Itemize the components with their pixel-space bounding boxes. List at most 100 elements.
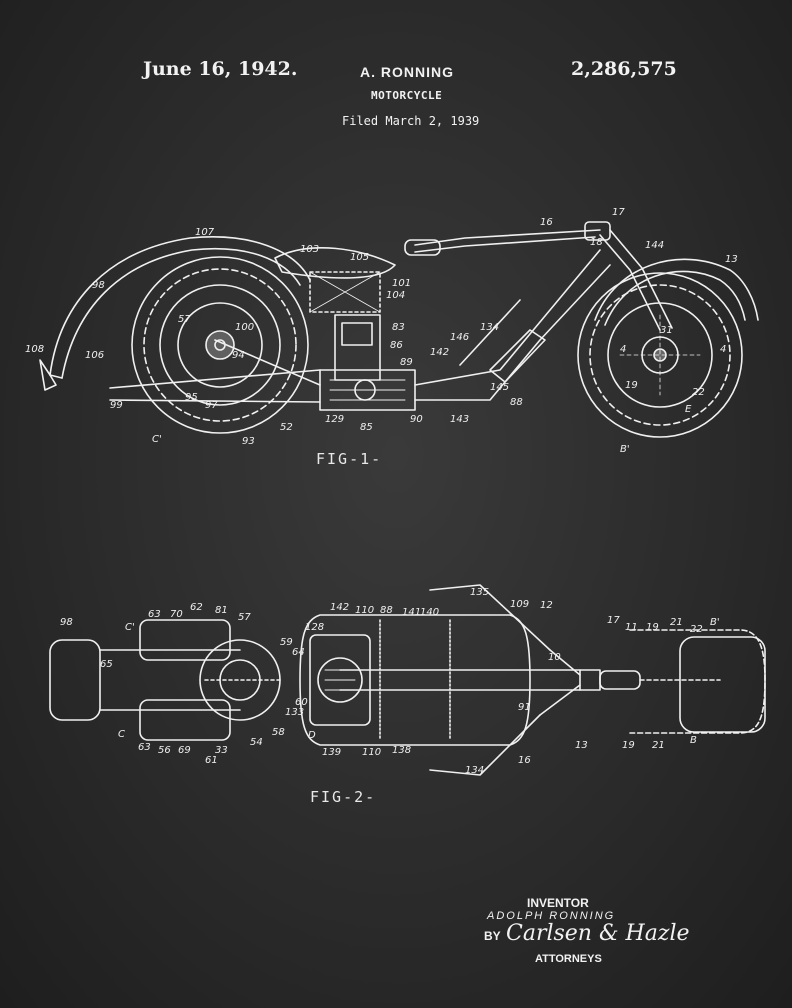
svg-text:138: 138 xyxy=(392,745,411,756)
seat xyxy=(274,247,396,313)
svg-text:19: 19 xyxy=(622,740,635,751)
by-label: BY xyxy=(484,929,501,943)
svg-text:19: 19 xyxy=(646,622,659,633)
figure-1-reference-numerals: 107 103 105 98 57 100 101 104 83 86 89 1… xyxy=(25,207,738,455)
rear-wheel xyxy=(131,256,309,434)
svg-text:70: 70 xyxy=(170,609,183,620)
svg-text:146: 146 xyxy=(450,332,469,343)
svg-text:106: 106 xyxy=(85,350,104,361)
svg-text:91: 91 xyxy=(518,702,531,713)
svg-text:103: 103 xyxy=(300,244,319,255)
svg-text:139: 139 xyxy=(322,747,341,758)
svg-text:22: 22 xyxy=(690,624,703,635)
svg-text:54: 54 xyxy=(250,737,263,748)
svg-text:105: 105 xyxy=(350,252,369,263)
svg-text:83: 83 xyxy=(392,322,405,333)
svg-text:142: 142 xyxy=(430,347,449,358)
fuel-tank-plan xyxy=(299,614,581,746)
svg-text:E: E xyxy=(685,404,692,415)
svg-text:128: 128 xyxy=(305,622,324,633)
svg-text:100: 100 xyxy=(235,322,254,333)
svg-text:107: 107 xyxy=(195,227,215,238)
svg-text:17: 17 xyxy=(607,615,620,626)
svg-text:33: 33 xyxy=(215,745,228,756)
filed-date: Filed March 2, 1939 xyxy=(342,114,480,128)
inventor-name: ADOLPH RONNING xyxy=(487,910,616,922)
svg-text:143: 143 xyxy=(450,414,469,425)
figure-2-reference-numerals: 98 C' 63 70 62 81 57 59 64 60 65 C 63 56… xyxy=(60,587,720,776)
svg-text:D: D xyxy=(308,730,316,741)
patent-number: 2,286,575 xyxy=(571,58,677,80)
svg-text:142: 142 xyxy=(330,602,349,613)
svg-text:134: 134 xyxy=(480,322,499,333)
svg-text:93: 93 xyxy=(242,436,255,447)
svg-text:110: 110 xyxy=(362,747,381,758)
svg-text:133: 133 xyxy=(285,707,304,718)
figure-1-drawing: 107 103 105 98 57 100 101 104 83 86 89 1… xyxy=(25,207,759,455)
inventor-header: A. RONNING xyxy=(360,64,454,80)
svg-text:B: B xyxy=(690,735,697,746)
svg-text:88: 88 xyxy=(380,605,393,616)
front-fender-plan xyxy=(629,629,766,734)
svg-text:141: 141 xyxy=(402,607,421,618)
front-fork-plan xyxy=(579,669,721,691)
svg-text:145: 145 xyxy=(490,382,509,393)
svg-text:16: 16 xyxy=(518,755,531,766)
svg-text:88: 88 xyxy=(510,397,523,408)
svg-text:10: 10 xyxy=(548,652,561,663)
front-wheel xyxy=(577,272,743,438)
svg-text:65: 65 xyxy=(100,659,113,670)
svg-text:144: 144 xyxy=(645,240,664,251)
svg-text:135: 135 xyxy=(470,587,489,598)
frame-and-chain xyxy=(109,249,611,403)
svg-text:129: 129 xyxy=(325,414,344,425)
svg-text:B': B' xyxy=(620,444,630,455)
figure-2-label: FIG-2- xyxy=(310,788,377,806)
svg-text:61: 61 xyxy=(205,755,218,766)
svg-text:85: 85 xyxy=(360,422,373,433)
svg-text:109: 109 xyxy=(510,599,529,610)
handlebar xyxy=(404,221,673,331)
svg-text:13: 13 xyxy=(725,254,738,265)
rear-fender-plan xyxy=(49,639,241,721)
engine-plan xyxy=(309,634,371,726)
rear-fender xyxy=(39,236,311,391)
svg-text:64: 64 xyxy=(292,647,305,658)
svg-text:97: 97 xyxy=(205,400,218,411)
svg-text:62: 62 xyxy=(190,602,203,613)
inventor-title: INVENTOR xyxy=(527,896,589,910)
svg-text:60: 60 xyxy=(295,697,308,708)
svg-text:19: 19 xyxy=(625,380,638,391)
svg-text:4: 4 xyxy=(720,344,726,355)
svg-text:140: 140 xyxy=(420,607,439,618)
attorney-signature: Carlsen & Hazle xyxy=(506,921,690,946)
svg-text:89: 89 xyxy=(400,357,413,368)
svg-text:21: 21 xyxy=(670,617,683,628)
patent-date: June 16, 1942. xyxy=(143,58,298,80)
svg-text:134: 134 xyxy=(465,765,484,776)
svg-text:31: 31 xyxy=(660,325,673,336)
figure-1-label: FIG-1- xyxy=(316,450,383,468)
svg-text:110: 110 xyxy=(355,605,374,616)
svg-text:4: 4 xyxy=(620,344,626,355)
attorneys-title: ATTORNEYS xyxy=(535,953,602,965)
svg-text:57: 57 xyxy=(178,314,191,325)
svg-text:94: 94 xyxy=(232,350,245,361)
handlebar-plan xyxy=(429,584,581,776)
svg-text:90: 90 xyxy=(410,414,423,425)
svg-text:95: 95 xyxy=(185,392,198,403)
rear-hub-assembly xyxy=(139,619,281,741)
svg-text:B': B' xyxy=(710,617,720,628)
svg-text:59: 59 xyxy=(280,637,293,648)
svg-text:18: 18 xyxy=(590,237,603,248)
svg-text:98: 98 xyxy=(60,617,73,628)
svg-text:21: 21 xyxy=(652,740,665,751)
svg-text:63: 63 xyxy=(148,609,161,620)
svg-text:C': C' xyxy=(152,434,162,445)
svg-text:12: 12 xyxy=(540,600,553,611)
svg-text:69: 69 xyxy=(178,745,191,756)
svg-text:99: 99 xyxy=(110,400,123,411)
svg-text:104: 104 xyxy=(386,290,405,301)
svg-text:C': C' xyxy=(125,622,135,633)
